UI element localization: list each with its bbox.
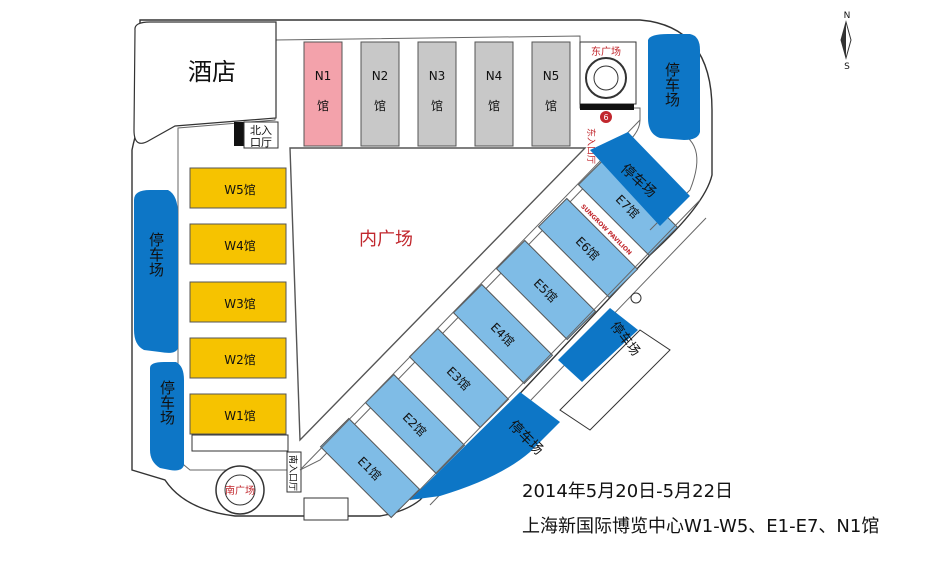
east-hall-e1-group: E1馆 bbox=[319, 417, 421, 519]
roundabout-marker bbox=[630, 292, 642, 304]
site-boundary bbox=[131, 19, 713, 517]
south-entrance-label: 南入口厅 bbox=[287, 455, 299, 491]
compass: N S bbox=[840, 11, 852, 72]
parking-label-west-south: 停车场 bbox=[158, 380, 176, 426]
event-dates: 2014年5月20日-5月22日 bbox=[522, 481, 733, 502]
west-hall-w5[interactable] bbox=[189, 167, 287, 209]
parking-lot-east-middle bbox=[558, 308, 638, 382]
south-small-block bbox=[303, 497, 349, 521]
north-hall-n4-label: N4 bbox=[486, 69, 503, 83]
west-hall-w4-label: W4馆 bbox=[224, 238, 256, 253]
north-entrance-line1: 北入 bbox=[250, 124, 272, 137]
west-hall-w4[interactable] bbox=[189, 223, 287, 265]
north-hall-n5-suffix: 馆 bbox=[545, 98, 557, 113]
compass-needle-shade bbox=[841, 22, 846, 58]
north-hall-n2[interactable] bbox=[360, 41, 400, 147]
east-plaza-box bbox=[579, 41, 637, 105]
east-hall-e5-group: E5馆 bbox=[495, 239, 597, 341]
west-hall-w2[interactable] bbox=[189, 337, 287, 379]
parking-lot-northeast bbox=[648, 34, 700, 140]
north-hall-n3-suffix: 馆 bbox=[431, 98, 443, 113]
east-entrance-badge bbox=[600, 111, 612, 123]
north-hall-n3[interactable] bbox=[417, 41, 457, 147]
west-hall-w2-label: W2馆 bbox=[224, 352, 256, 367]
hotel-label: 酒店 bbox=[188, 58, 236, 86]
east-entrance-label: 东入口厅 bbox=[585, 128, 597, 164]
east-service-block bbox=[559, 329, 671, 431]
south-plaza-label: 南广场 bbox=[225, 484, 255, 497]
east-plaza-ring bbox=[585, 57, 627, 99]
north-hall-n5[interactable] bbox=[531, 41, 571, 147]
compass-south-label: S bbox=[844, 62, 850, 72]
hotel-outline bbox=[133, 21, 277, 144]
north-hall-n5-label: N5 bbox=[543, 69, 560, 83]
inner-plaza bbox=[289, 147, 587, 442]
inner-plaza-label: 内广场 bbox=[359, 229, 413, 250]
north-entrance-line2: 口厅 bbox=[250, 136, 272, 149]
parking-lot-southeast bbox=[410, 392, 560, 500]
west-empty-block bbox=[191, 434, 289, 452]
east-hall-e4-group: E4馆 bbox=[452, 283, 554, 385]
north-hall-n3-label: N3 bbox=[429, 69, 446, 83]
north-hall-n4-suffix: 馆 bbox=[488, 98, 500, 113]
south-entrance-box bbox=[286, 451, 302, 493]
parking-lot-east-upper bbox=[590, 132, 690, 226]
parking-label-northeast: 停车场 bbox=[663, 62, 681, 108]
east-plaza-label: 东广场 bbox=[591, 45, 621, 58]
north-entrance-bar bbox=[234, 122, 244, 146]
west-hall-w3[interactable] bbox=[189, 281, 287, 323]
parking-lot-west-north bbox=[134, 190, 178, 353]
east-road-line-1 bbox=[299, 119, 641, 471]
east-hall-e6[interactable] bbox=[537, 197, 639, 299]
north-hall-n1[interactable] bbox=[303, 41, 343, 147]
west-halls: W5馆 W4馆 W3馆 W2馆 W1馆 bbox=[189, 167, 287, 435]
west-hall-w5-label: W5馆 bbox=[224, 182, 256, 197]
parking-lot-west-south bbox=[150, 362, 184, 471]
north-hall-n1-suffix: 馆 bbox=[317, 98, 329, 113]
north-hall-n4[interactable] bbox=[474, 41, 514, 147]
east-hall-e1[interactable] bbox=[319, 417, 421, 519]
north-hall-n2-label: N2 bbox=[372, 69, 389, 83]
north-halls: N1 馆 N2 馆 N3 馆 N4 馆 N5 馆 bbox=[303, 41, 571, 147]
west-hall-w1-label: W1馆 bbox=[224, 408, 256, 423]
venue-halls: 上海新国际博览中心W1-W5、E1-E7、N1馆 bbox=[522, 516, 879, 537]
compass-north-label: N bbox=[844, 11, 851, 21]
east-entrance-badge-number: 6 bbox=[603, 113, 608, 122]
south-plaza-ring bbox=[215, 465, 265, 515]
south-plaza-center bbox=[224, 474, 256, 506]
east-hall-e2-group: E2馆 bbox=[364, 373, 466, 475]
west-hall-w3-label: W3馆 bbox=[224, 296, 256, 311]
north-hall-n2-suffix: 馆 bbox=[374, 98, 386, 113]
north-entrance-box bbox=[243, 121, 279, 149]
east-plaza-center bbox=[593, 65, 619, 91]
north-hall-n1-label: N1 bbox=[315, 69, 332, 83]
east-entrance-bar bbox=[580, 104, 634, 110]
parking-label-west-north: 停车场 bbox=[147, 232, 165, 278]
east-hall-e4[interactable] bbox=[452, 283, 554, 385]
parking-lots bbox=[134, 34, 700, 500]
east-road-line-2 bbox=[409, 199, 701, 501]
east-hall-e5[interactable] bbox=[495, 239, 597, 341]
inner-road-outline bbox=[177, 35, 641, 471]
west-hall-w1[interactable] bbox=[189, 393, 287, 435]
